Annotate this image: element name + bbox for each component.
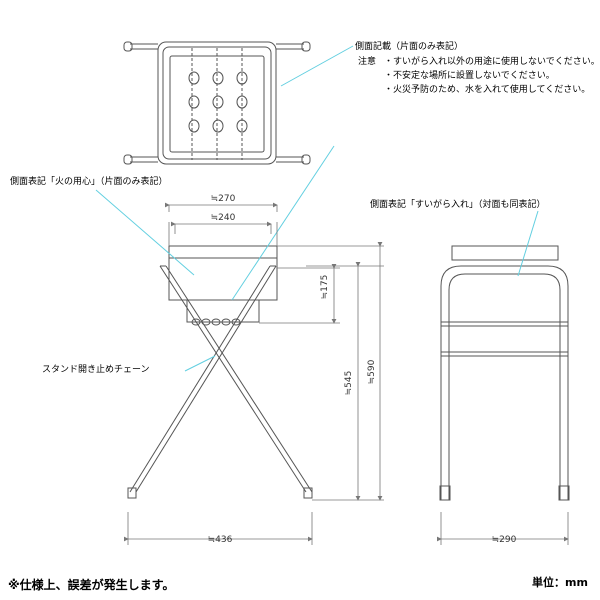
side-note-title: 側面記載（片面のみ表記）	[355, 42, 464, 52]
caution-item-3: ・火災予防のため、水を入れて使用してください。	[384, 85, 591, 95]
dim-side-width: ≒290	[492, 535, 517, 545]
unit-label: 単位：mm	[532, 576, 588, 589]
front-view	[127, 245, 313, 499]
fire-caution-label: 側面表記「火の用心」（片面のみ表記）	[10, 177, 168, 187]
chain-label: スタンド開き止めチェーン	[42, 365, 150, 375]
caution-item-2: ・不安定な場所に設置しないでください。	[384, 71, 555, 81]
top-view	[123, 41, 311, 165]
side-view	[439, 245, 570, 501]
leader-lines	[95, 45, 539, 372]
chain	[191, 318, 241, 326]
dim-top-inner: ≒240	[211, 213, 236, 223]
disclaimer: ※仕様上、誤差が発生します。	[8, 578, 175, 592]
ashtray-label: 側面表記「すいがら入れ」（対面も同表記）	[370, 200, 546, 210]
dim-top-outer: ≒270	[211, 194, 236, 204]
caution-item-1: ・すいがら入れ以外の用途に使用しないでください。	[384, 57, 600, 67]
dimension-lines	[124, 202, 569, 545]
dim-leg-height: ≒545	[344, 371, 354, 396]
dim-front-width: ≒436	[208, 535, 233, 545]
dim-bucket-height: ≒175	[320, 275, 330, 300]
dim-total-height: ≒590	[367, 359, 377, 384]
caution-label: 注意	[358, 57, 377, 67]
